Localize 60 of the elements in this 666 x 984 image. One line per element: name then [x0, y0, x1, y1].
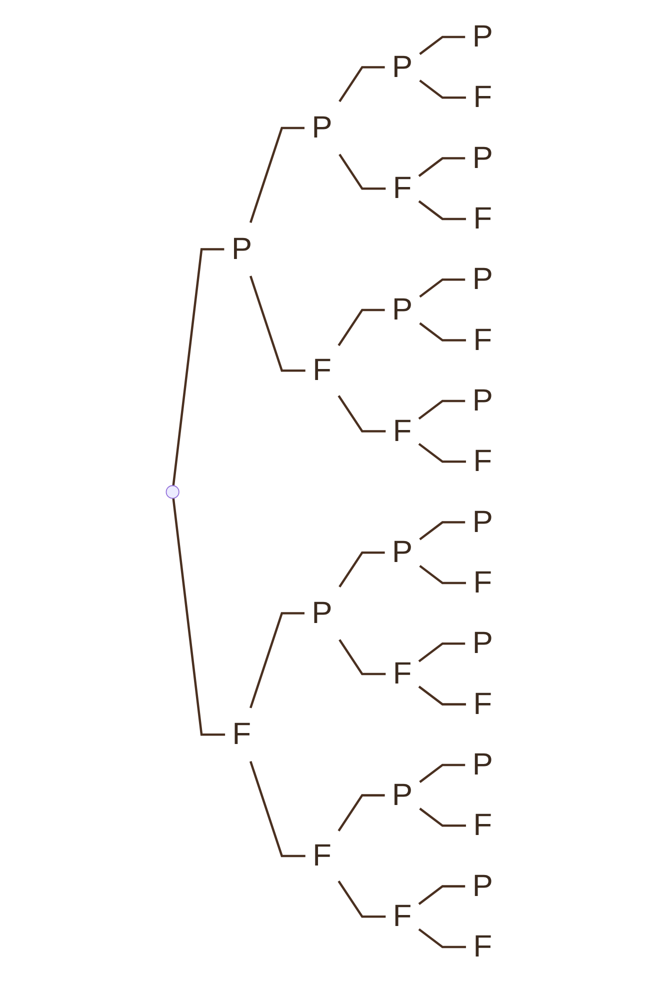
node-text: F [392, 171, 412, 206]
node-text: F [312, 838, 332, 873]
node-text: P [392, 292, 412, 327]
node-text: F [473, 444, 492, 478]
node-text: P [472, 626, 493, 660]
node-text: F [392, 414, 412, 448]
node-text: F [473, 565, 492, 600]
node-text: F [473, 686, 492, 722]
connector [418, 200, 466, 220]
connector [338, 880, 386, 918]
node-text: P [472, 19, 493, 54]
connector [338, 395, 386, 432]
node-text: P [472, 504, 493, 540]
node-text: F [392, 899, 412, 934]
connector [249, 276, 306, 372]
node-text: F [473, 201, 492, 236]
node-text: P [472, 383, 493, 418]
connector [418, 278, 465, 298]
node-text: P [472, 868, 493, 904]
connector [338, 639, 386, 676]
connector [338, 552, 385, 588]
connector [418, 36, 465, 55]
node-text: F [473, 929, 492, 964]
connector [418, 400, 465, 420]
connector [418, 764, 465, 784]
connector [249, 612, 304, 708]
connector [418, 443, 466, 463]
connector [418, 928, 466, 948]
connector [338, 66, 385, 102]
node-text: P [392, 535, 412, 570]
connector [338, 308, 385, 346]
node-text: F [312, 353, 332, 388]
node-text: F [473, 80, 492, 114]
connector [418, 885, 465, 905]
node-text: P [312, 596, 332, 630]
connector [418, 521, 465, 540]
node-text: P [392, 778, 412, 812]
node-text: F [473, 808, 492, 842]
node-text: P [472, 747, 493, 782]
node-text: P [231, 232, 252, 266]
connector [249, 126, 304, 223]
node-text: P [312, 110, 332, 145]
connector [418, 808, 466, 827]
connector [418, 686, 466, 706]
node-text: P [472, 140, 493, 176]
node-text: P [472, 262, 493, 296]
node-text: F [232, 717, 251, 752]
connector [418, 642, 465, 662]
node-text: P [392, 50, 412, 84]
connector [338, 154, 386, 190]
connector [172, 498, 225, 736]
connector [418, 80, 466, 99]
node-text: F [392, 656, 412, 691]
connector [418, 565, 466, 584]
node-text: F [473, 322, 492, 358]
connector [418, 157, 465, 177]
connector [338, 794, 385, 832]
connector [172, 248, 224, 486]
connector [418, 322, 466, 342]
connector [249, 761, 306, 858]
